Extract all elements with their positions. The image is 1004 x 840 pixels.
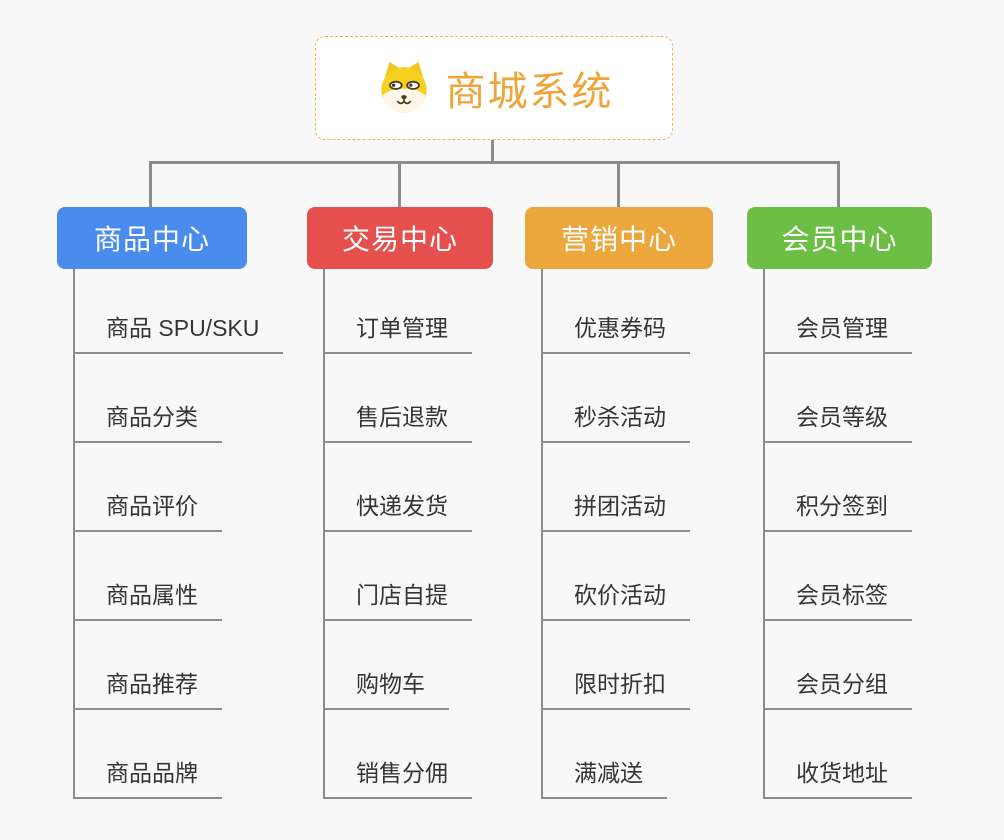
branch-topic-label: 商品中心 bbox=[93, 224, 210, 255]
subtopic[interactable]: 购物车 bbox=[323, 621, 570, 710]
root-topic-label: 商城系统 bbox=[445, 70, 614, 114]
subtopic-label: 购物车 bbox=[323, 665, 449, 710]
subtopic[interactable]: 会员标签 bbox=[763, 532, 1004, 621]
subtopic[interactable]: 拼团活动 bbox=[541, 443, 788, 532]
subtopic[interactable]: 限时折扣 bbox=[541, 621, 788, 710]
root-topic[interactable]: 商城系统 bbox=[315, 36, 673, 140]
subtopic[interactable]: 积分签到 bbox=[763, 443, 1004, 532]
subtopic[interactable]: 商品推荐 bbox=[73, 621, 320, 710]
branch-topic-trade-center[interactable]: 交易中心 bbox=[307, 207, 493, 269]
subtopic[interactable]: 秒杀活动 bbox=[541, 354, 788, 443]
subtopic-label: 积分签到 bbox=[763, 487, 912, 532]
subtopic-label: 砍价活动 bbox=[541, 576, 690, 621]
subtopic-label: 会员等级 bbox=[763, 398, 912, 443]
connector-horizontal-bar bbox=[149, 161, 840, 164]
subtopic[interactable]: 商品属性 bbox=[73, 532, 320, 621]
subtopic-label: 会员标签 bbox=[763, 576, 912, 621]
subtopic[interactable]: 销售分佣 bbox=[323, 710, 570, 799]
subtopic[interactable]: 会员分组 bbox=[763, 621, 1004, 710]
subtopic[interactable]: 砍价活动 bbox=[541, 532, 788, 621]
branch-topic-marketing-center[interactable]: 营销中心 bbox=[525, 207, 713, 269]
subtopic-label: 售后退款 bbox=[323, 398, 472, 443]
connector-stub-member bbox=[837, 164, 840, 207]
subtopic-label: 订单管理 bbox=[323, 309, 472, 354]
subtopic[interactable]: 门店自提 bbox=[323, 532, 570, 621]
subtopic[interactable]: 收货地址 bbox=[763, 710, 1004, 799]
connector-stub-trade bbox=[398, 164, 401, 207]
subtopic-label: 商品分类 bbox=[73, 398, 222, 443]
branch-topic-label: 交易中心 bbox=[341, 224, 458, 255]
subtopic[interactable]: 商品分类 bbox=[73, 354, 320, 443]
branch-topic-label: 会员中心 bbox=[781, 224, 898, 255]
subtopic-column-trade: 订单管理 售后退款 快递发货 门店自提 购物车 销售分佣 bbox=[323, 265, 570, 799]
connector-root-trunk bbox=[491, 140, 494, 163]
subtopic[interactable]: 商品 SPU/SKU bbox=[73, 265, 320, 354]
subtopic[interactable]: 满减送 bbox=[541, 710, 788, 799]
subtopic[interactable]: 会员管理 bbox=[763, 265, 1004, 354]
subtopic-label: 秒杀活动 bbox=[541, 398, 690, 443]
subtopic-label: 会员分组 bbox=[763, 665, 912, 710]
subtopic[interactable]: 优惠券码 bbox=[541, 265, 788, 354]
subtopic-label: 商品属性 bbox=[73, 576, 222, 621]
connector-stub-product bbox=[149, 164, 152, 207]
subtopic-label: 商品评价 bbox=[73, 487, 222, 532]
subtopic[interactable]: 商品评价 bbox=[73, 443, 320, 532]
subtopic[interactable]: 售后退款 bbox=[323, 354, 570, 443]
subtopic-label: 拼团活动 bbox=[541, 487, 690, 532]
subtopic-column-marketing: 优惠券码 秒杀活动 拼团活动 砍价活动 限时折扣 满减送 bbox=[541, 265, 788, 799]
dog-face-icon bbox=[375, 59, 433, 117]
subtopic-column-product: 商品 SPU/SKU 商品分类 商品评价 商品属性 商品推荐 商品品牌 bbox=[73, 265, 320, 799]
subtopic-label: 优惠券码 bbox=[541, 309, 690, 354]
subtopic-label: 商品品牌 bbox=[73, 754, 222, 799]
subtopic[interactable]: 会员等级 bbox=[763, 354, 1004, 443]
subtopic-label: 会员管理 bbox=[763, 309, 912, 354]
branch-topic-product-center[interactable]: 商品中心 bbox=[57, 207, 247, 269]
subtopic-label: 满减送 bbox=[541, 754, 667, 799]
subtopic-label: 商品 SPU/SKU bbox=[73, 309, 284, 354]
subtopic-column-member: 会员管理 会员等级 积分签到 会员标签 会员分组 收货地址 bbox=[763, 265, 1004, 799]
subtopic-label: 快递发货 bbox=[323, 487, 472, 532]
subtopic[interactable]: 商品品牌 bbox=[73, 710, 320, 799]
subtopic-label: 门店自提 bbox=[323, 576, 472, 621]
subtopic[interactable]: 快递发货 bbox=[323, 443, 570, 532]
subtopic-label: 商品推荐 bbox=[73, 665, 222, 710]
branch-topic-member-center[interactable]: 会员中心 bbox=[747, 207, 932, 269]
subtopic-label: 限时折扣 bbox=[541, 665, 690, 710]
subtopic-label: 收货地址 bbox=[763, 754, 912, 799]
subtopic-label: 销售分佣 bbox=[323, 754, 472, 799]
branch-topic-label: 营销中心 bbox=[560, 224, 677, 255]
connector-stub-marketing bbox=[617, 164, 620, 207]
subtopic[interactable]: 订单管理 bbox=[323, 265, 570, 354]
